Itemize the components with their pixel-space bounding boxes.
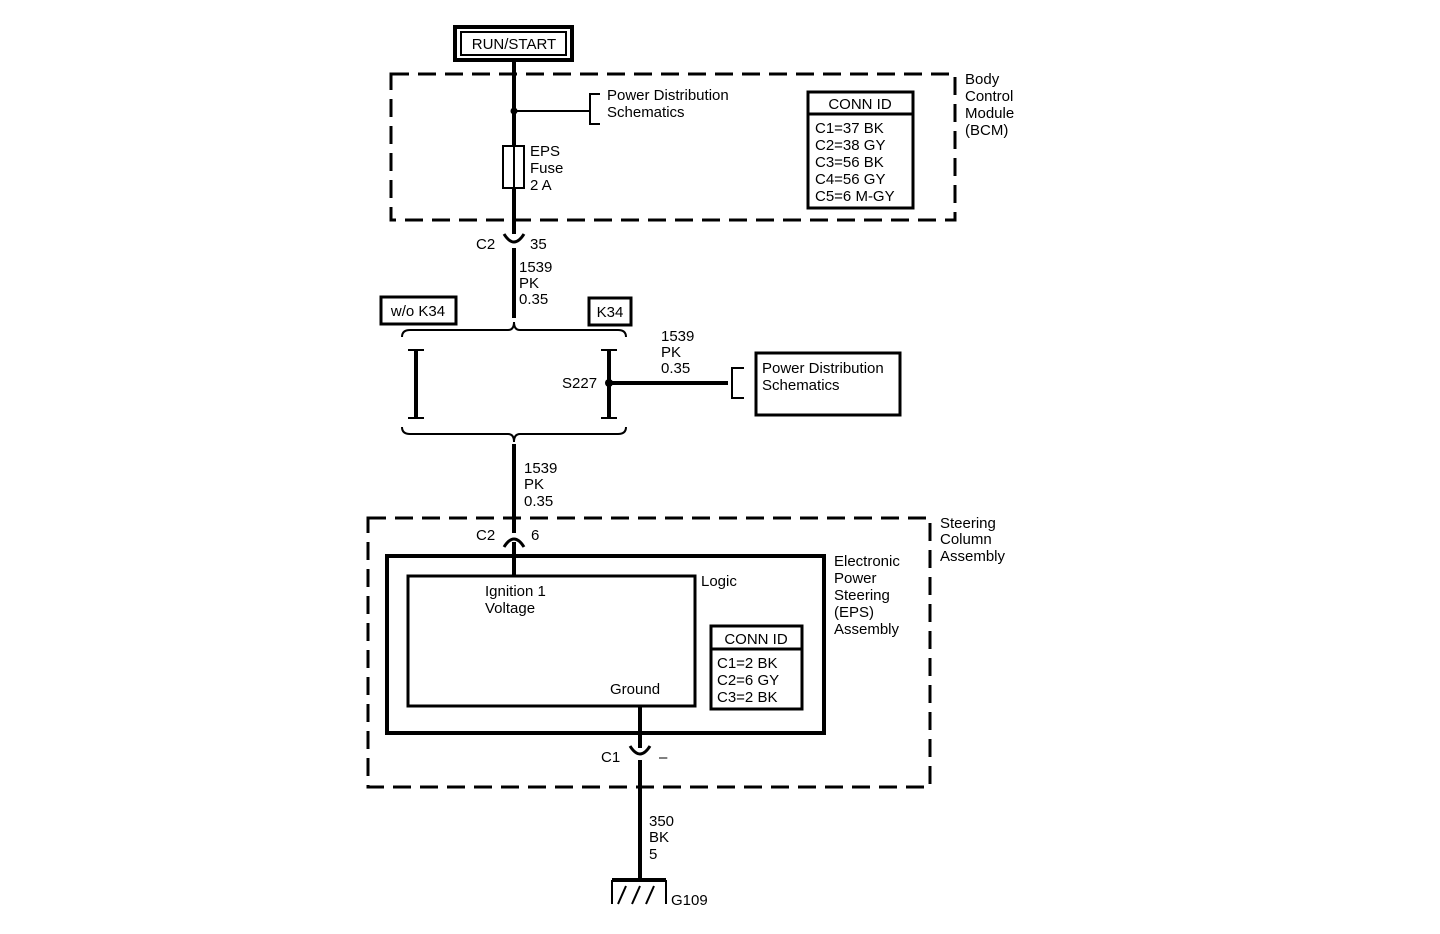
svg-text:C1=2 BK: C1=2 BK <box>717 655 777 672</box>
svg-text:C5=6 M-GY: C5=6 M-GY <box>815 188 895 205</box>
svg-text:C3=56 BK: C3=56 BK <box>815 154 884 171</box>
svg-text:PK: PK <box>519 275 539 292</box>
svg-text:Fuse: Fuse <box>530 160 563 177</box>
steering-column-label: Steering Column Assembly <box>940 515 1006 565</box>
splice-s227-label: S227 <box>562 375 597 392</box>
svg-text:6: 6 <box>531 527 539 544</box>
wire-1539-upper-label: 1539 PK 0.35 <box>519 259 552 308</box>
svg-text:C2=38 GY: C2=38 GY <box>815 137 885 154</box>
svg-text:Body: Body <box>965 71 1000 88</box>
svg-text:350: 350 <box>649 813 674 830</box>
pds-box-bracket <box>731 367 744 399</box>
svg-text:Schematics: Schematics <box>762 377 840 394</box>
svg-text:Module: Module <box>965 105 1014 122</box>
eps-assembly-box <box>385 554 826 735</box>
svg-text:CONN ID: CONN ID <box>724 631 788 648</box>
power-source: RUN/START <box>453 25 574 62</box>
eps-assembly-label: Electronic Power Steering (EPS) Assembly <box>834 553 900 638</box>
svg-text:EPS: EPS <box>530 143 560 160</box>
svg-text:w/o K34: w/o K34 <box>390 303 445 320</box>
svg-text:–: – <box>659 749 668 766</box>
ignition-voltage-label: Ignition 1 Voltage <box>485 583 546 617</box>
svg-text:Schematics: Schematics <box>607 104 685 121</box>
bcm-boundary <box>389 72 957 222</box>
svg-text:Assembly: Assembly <box>834 621 900 638</box>
wire-1539-lower-label: 1539 PK 0.35 <box>524 460 557 510</box>
svg-text:1539: 1539 <box>519 259 552 276</box>
svg-text:C4=56 GY: C4=56 GY <box>815 171 885 188</box>
svg-text:C2=6 GY: C2=6 GY <box>717 672 779 689</box>
logic-label: Logic <box>701 573 737 590</box>
pds-box: Power Distribution Schematics <box>754 351 902 417</box>
svg-text:Electronic: Electronic <box>834 553 900 570</box>
wire-350-bk-label: 350 BK 5 <box>649 813 674 863</box>
svg-text:BK: BK <box>649 829 669 846</box>
svg-text:(EPS): (EPS) <box>834 604 874 621</box>
svg-text:K34: K34 <box>597 304 624 321</box>
svg-text:2 A: 2 A <box>530 177 552 194</box>
option-brace-top <box>401 321 627 338</box>
svg-text:Power Distribution: Power Distribution <box>607 87 729 104</box>
svg-text:PK: PK <box>661 344 681 361</box>
power-source-label: RUN/START <box>472 36 556 53</box>
option-brace-bottom <box>401 426 627 443</box>
logic-box <box>406 574 697 708</box>
eps-fuse-label: EPS Fuse 2 A <box>530 143 563 194</box>
svg-text:Voltage: Voltage <box>485 600 535 617</box>
svg-text:Power Distribution: Power Distribution <box>762 360 884 377</box>
svg-text:0.35: 0.35 <box>524 493 553 510</box>
eps-conn-id-box: CONN ID C1=2 BK C2=6 GY C3=2 BK <box>709 624 804 711</box>
steering-column-boundary <box>366 516 932 789</box>
svg-text:5: 5 <box>649 846 657 863</box>
pds-ref-bracket <box>589 93 600 125</box>
bcm-label: Body Control Module (BCM) <box>965 71 1014 139</box>
option-without-k34: w/o K34 <box>379 295 458 326</box>
path-without-k34 <box>408 349 424 419</box>
svg-text:Assembly: Assembly <box>940 548 1006 565</box>
svg-text:PK: PK <box>524 476 544 493</box>
svg-text:Power: Power <box>834 570 877 587</box>
ground-label: Ground <box>610 681 660 698</box>
svg-text:(BCM): (BCM) <box>965 122 1008 139</box>
svg-text:C2: C2 <box>476 527 495 544</box>
svg-text:1539: 1539 <box>524 460 557 477</box>
bcm-conn-id-box: CONN ID C1=37 BK C2=38 GY C3=56 BK C4=56… <box>806 90 915 210</box>
ground-point-label: G109 <box>671 892 708 909</box>
svg-text:C3=2 BK: C3=2 BK <box>717 689 777 706</box>
svg-text:C1: C1 <box>601 749 620 766</box>
svg-text:C1=37 BK: C1=37 BK <box>815 120 884 137</box>
wire-s227-branch-label: 1539 PK 0.35 <box>661 328 694 377</box>
ground-symbol-g109 <box>611 878 667 905</box>
svg-text:Steering: Steering <box>940 515 996 532</box>
bcm-pds-ref: Power Distribution Schematics <box>607 87 729 121</box>
option-k34: K34 <box>587 296 633 327</box>
connector-c2-6: C2 6 <box>476 527 539 548</box>
svg-text:1539: 1539 <box>661 328 694 345</box>
svg-text:Ignition 1: Ignition 1 <box>485 583 546 600</box>
svg-text:35: 35 <box>530 236 547 253</box>
svg-text:0.35: 0.35 <box>661 360 690 377</box>
connector-c2-35: C2 35 <box>476 233 547 253</box>
svg-text:Control: Control <box>965 88 1013 105</box>
svg-text:Column: Column <box>940 531 992 548</box>
svg-text:0.35: 0.35 <box>519 291 548 308</box>
svg-text:CONN ID: CONN ID <box>828 96 892 113</box>
svg-text:C2: C2 <box>476 236 495 253</box>
connector-c1: C1 – <box>601 745 668 766</box>
svg-text:Steering: Steering <box>834 587 890 604</box>
